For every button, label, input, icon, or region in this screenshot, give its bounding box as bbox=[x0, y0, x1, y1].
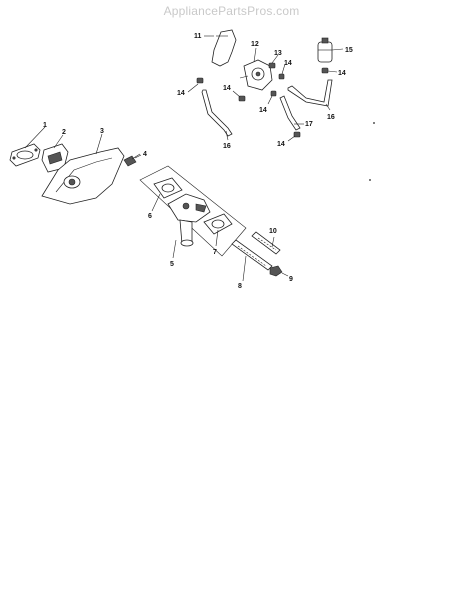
callout-12: 12 bbox=[251, 41, 259, 48]
callout-13: 13 bbox=[274, 50, 282, 57]
fitting-13[interactable] bbox=[268, 62, 276, 69]
clamp-14-d[interactable] bbox=[238, 95, 246, 102]
air-baffle-3[interactable] bbox=[41, 147, 125, 205]
carburetor-group bbox=[139, 165, 283, 277]
fuel-line-16-left[interactable] bbox=[201, 89, 233, 137]
nut-9[interactable] bbox=[269, 265, 283, 277]
callout-5: 5 bbox=[170, 261, 174, 268]
callout-7: 7 bbox=[213, 249, 217, 256]
clamp-14-a[interactable] bbox=[278, 73, 285, 80]
stud-8[interactable] bbox=[231, 239, 273, 271]
bracket-11[interactable] bbox=[211, 29, 237, 67]
callout-4: 4 bbox=[143, 151, 147, 158]
carburetor-5[interactable] bbox=[167, 193, 211, 247]
clamp-14-f[interactable] bbox=[293, 131, 301, 138]
stray-dot bbox=[373, 122, 375, 124]
fuel-pump-group bbox=[196, 29, 333, 138]
fuel-pump-12[interactable] bbox=[239, 59, 273, 91]
callout-11: 11 bbox=[194, 33, 202, 40]
callout-10: 10 bbox=[269, 228, 277, 235]
clamp-14-e[interactable] bbox=[321, 67, 329, 74]
callouts: 1 2 3 4 5 6 7 8 9 10 11 12 13 bbox=[24, 33, 353, 290]
callout-3: 3 bbox=[100, 128, 104, 135]
callout-14-c: 14 bbox=[223, 85, 231, 92]
intake-group bbox=[9, 143, 141, 205]
callout-14-f: 14 bbox=[277, 141, 285, 148]
gasket-7[interactable] bbox=[203, 213, 233, 235]
callout-6: 6 bbox=[148, 213, 152, 220]
callout-14-e: 14 bbox=[338, 70, 346, 77]
gasket-1[interactable] bbox=[9, 143, 41, 167]
clamp-14-b[interactable] bbox=[270, 90, 277, 97]
callout-15: 15 bbox=[345, 47, 353, 54]
callout-14-b: 14 bbox=[177, 90, 185, 97]
callout-1: 1 bbox=[43, 122, 47, 129]
clamp-14-c[interactable] bbox=[196, 77, 204, 84]
stray-dot bbox=[369, 179, 371, 181]
gasket-6[interactable] bbox=[153, 177, 183, 199]
fuel-line-17[interactable] bbox=[279, 95, 301, 131]
fuel-filter-15[interactable] bbox=[317, 37, 333, 63]
callout-9: 9 bbox=[289, 276, 293, 283]
callout-2: 2 bbox=[62, 129, 66, 136]
screw-4[interactable] bbox=[123, 153, 141, 167]
callout-17: 17 bbox=[305, 121, 313, 128]
stud-10[interactable] bbox=[251, 231, 281, 255]
callout-8: 8 bbox=[238, 283, 242, 290]
callout-14-a: 14 bbox=[284, 60, 292, 67]
watermark: AppliancePartsPros.com bbox=[163, 4, 300, 18]
callout-14-d: 14 bbox=[259, 107, 267, 114]
callout-16-b: 16 bbox=[327, 114, 335, 121]
callout-16-a: 16 bbox=[223, 143, 231, 150]
fuel-line-16-right[interactable] bbox=[287, 79, 333, 107]
